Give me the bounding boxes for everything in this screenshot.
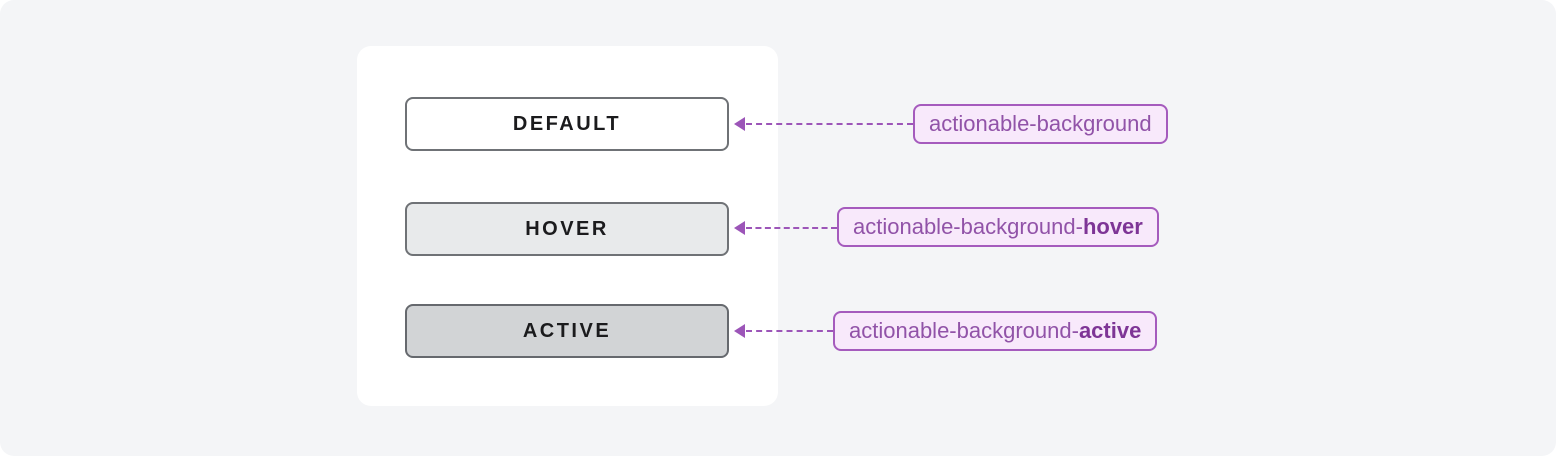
token-label-default-text: actionable-background	[929, 111, 1152, 136]
token-label-hover-text: actionable-background-	[853, 214, 1083, 239]
arrow-left-icon	[734, 117, 745, 131]
dashed-connector-hover	[746, 227, 837, 229]
arrow-left-icon	[734, 221, 745, 235]
button-state-active-label: ACTIVE	[522, 319, 612, 342]
token-label-active-text: actionable-background-	[849, 318, 1079, 343]
token-label-active: actionable-background-active	[833, 311, 1158, 351]
button-state-active[interactable]: ACTIVE	[405, 304, 729, 358]
button-state-default-label: DEFAULT	[512, 112, 622, 135]
token-label-hover-emphasis: hover	[1082, 214, 1143, 239]
token-label-default: actionable-background	[913, 104, 1168, 144]
dashed-connector-active	[746, 330, 833, 332]
token-label-hover: actionable-background-hover	[837, 207, 1159, 247]
button-state-default[interactable]: DEFAULT	[405, 97, 729, 151]
button-state-hover-label: HOVER	[525, 217, 609, 240]
button-state-hover[interactable]: HOVER	[405, 202, 729, 256]
dashed-connector-default	[746, 123, 913, 125]
arrow-left-icon	[734, 324, 745, 338]
state-examples-card: DEFAULT HOVER ACTIVE	[357, 46, 778, 406]
token-label-active-emphasis: active	[1078, 318, 1142, 343]
